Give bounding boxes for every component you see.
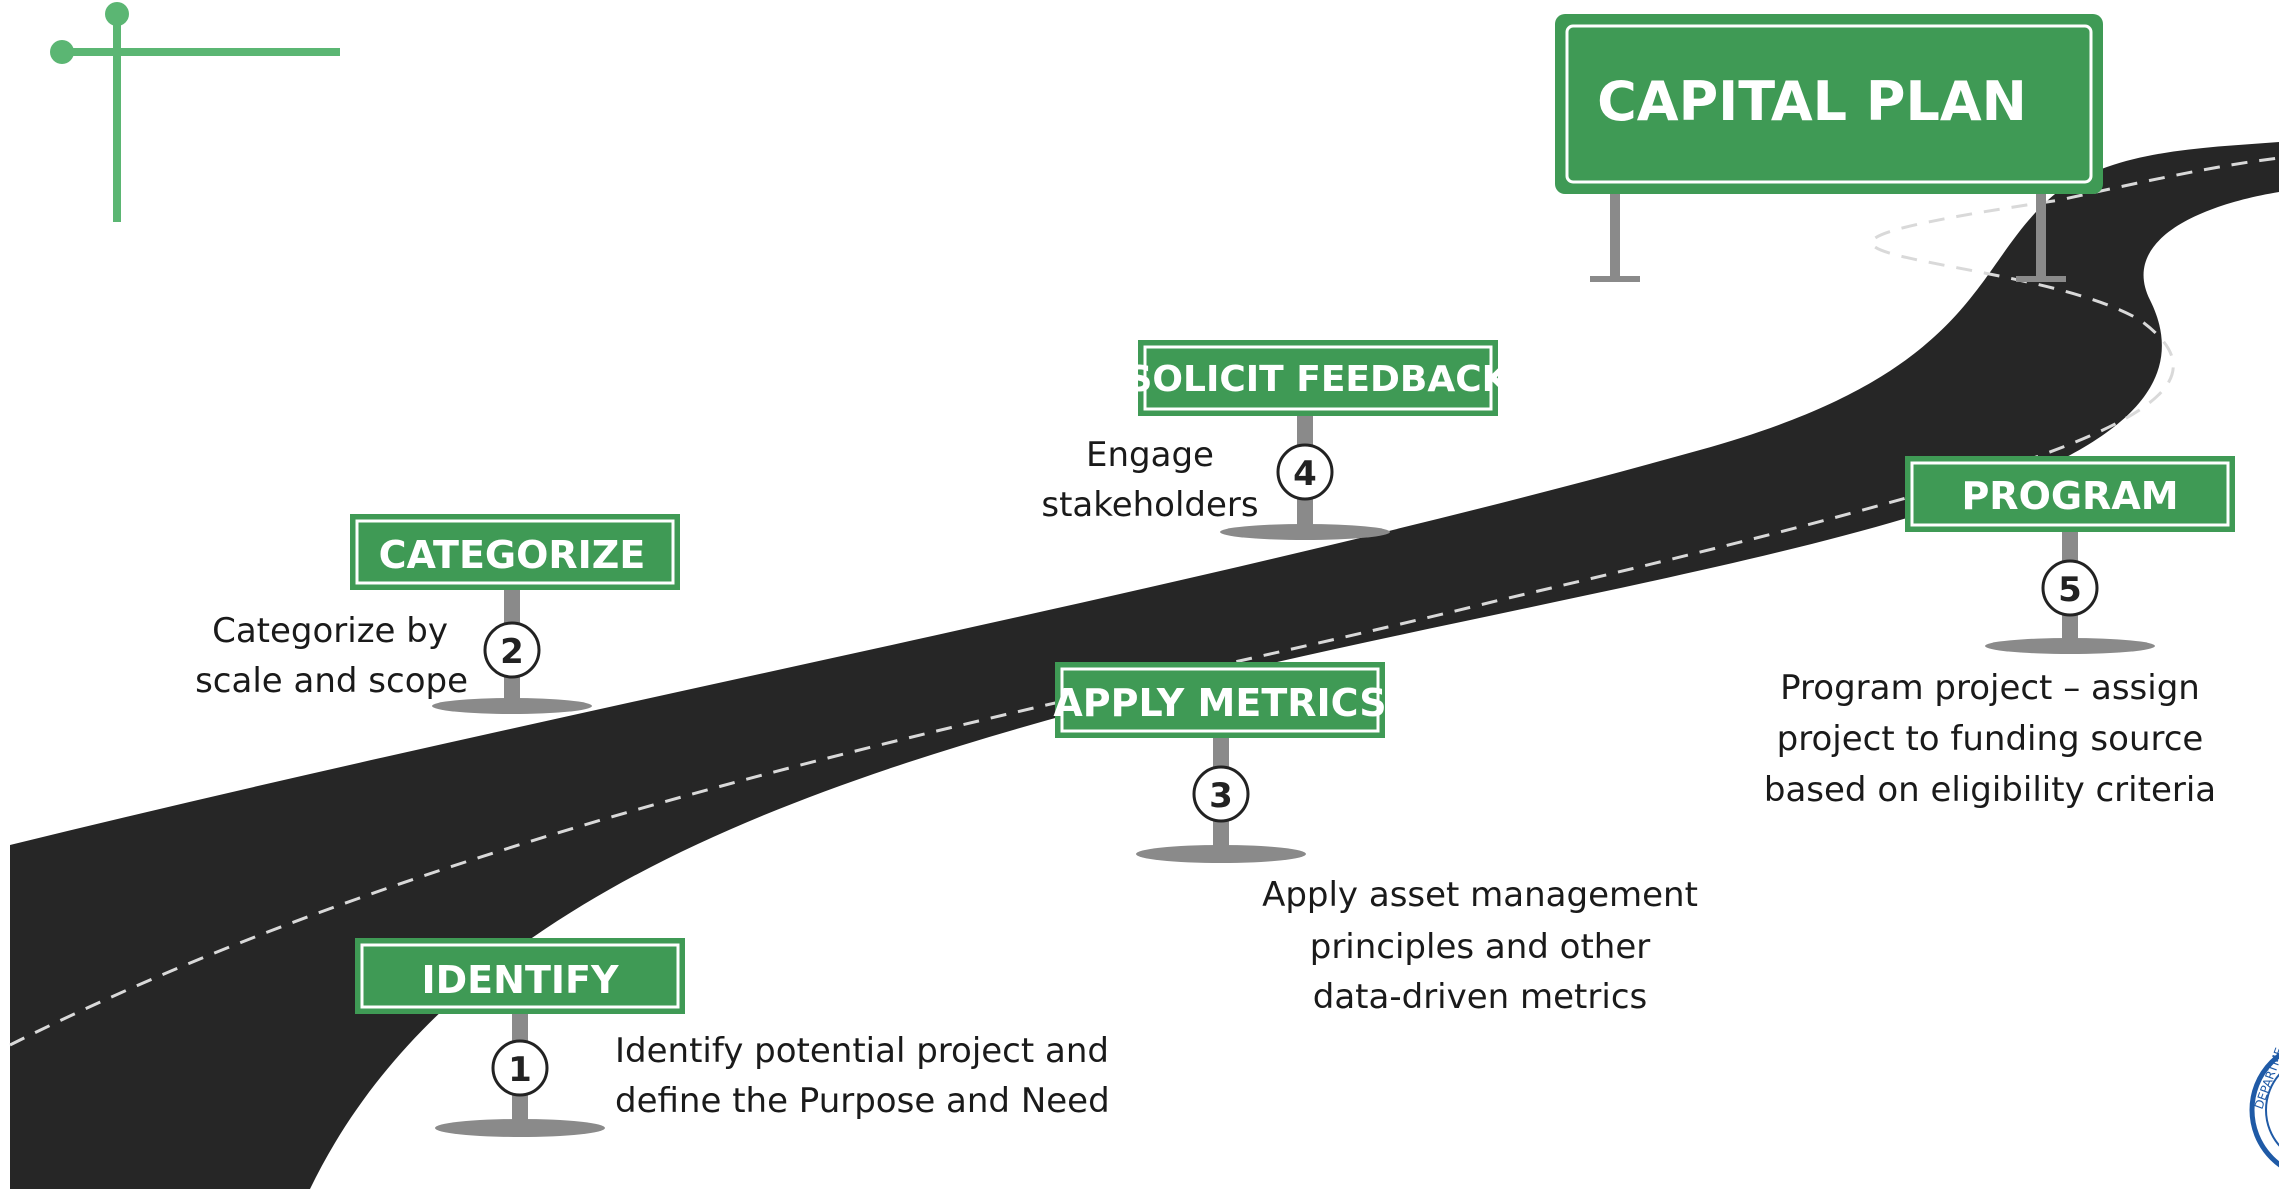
step-5-desc-line-1: Program project – assign [1780,668,2200,708]
step-badge [1276,443,1334,501]
department-seal: DEPARTME [2249,1046,2279,1168]
step-3: APPLY METRICS 3 Apply asset management p… [1053,662,1698,1017]
step-2-sign-label: CATEGORIZE [379,533,646,577]
step-4-desc-line-2: stakeholders [1041,485,1258,525]
step-1-desc-line-2: define the Purpose and Need [615,1081,1110,1121]
capital-plan-label: CAPITAL PLAN [1597,70,2027,133]
step-badge [2041,559,2099,617]
sign-board [1055,662,1385,738]
sign-board [1905,456,2235,532]
step-3-desc-line-3: data-driven metrics [1313,977,1647,1017]
step-5-sign-label: PROGRAM [1961,474,2178,518]
step-1-number: 1 [508,1050,532,1090]
step-2-number: 2 [500,632,524,672]
step-1: IDENTIFY 1 Identify potential project an… [355,938,1110,1137]
step-2-desc-line-2: scale and scope [195,661,468,701]
step-3-desc-line-2: principles and other [1310,927,1651,967]
step-3-sign-label: APPLY METRICS [1053,681,1386,725]
step-badge [483,621,541,679]
step-4-sign-label: SOLICIT FEEDBACK [1126,359,1510,400]
step-3-number: 3 [1209,776,1233,816]
step-badge [1192,765,1250,823]
step-4-number: 4 [1293,454,1317,494]
step-2-desc-line-1: Categorize by [212,611,448,651]
step-1-desc-line-1: Identify potential project and [615,1031,1109,1071]
sign-board [355,938,685,1014]
step-5-number: 5 [2058,570,2082,610]
step-3-desc-line-1: Apply asset management [1262,875,1698,915]
step-5-desc-line-2: project to funding source [1777,719,2204,759]
step-4: SOLICIT FEEDBACK 4 Engage stakeholders [1041,340,1511,540]
step-2: CATEGORIZE 2 Categorize by scale and sco… [195,514,680,714]
road-lane-divider [9,156,2279,1047]
sign-board [350,514,680,590]
capital-plan-sign: CAPITAL PLAN [1555,14,2103,282]
step-5-desc-line-3: based on eligibility criteria [1764,770,2216,810]
step-badge [491,1039,549,1097]
corner-crosshair-mark [50,2,340,222]
step-5: PROGRAM 5 Program project – assign proje… [1764,456,2235,810]
step-1-sign-label: IDENTIFY [422,958,619,1002]
sign-board [1138,340,1498,416]
step-4-desc-line-1: Engage [1086,435,1214,475]
